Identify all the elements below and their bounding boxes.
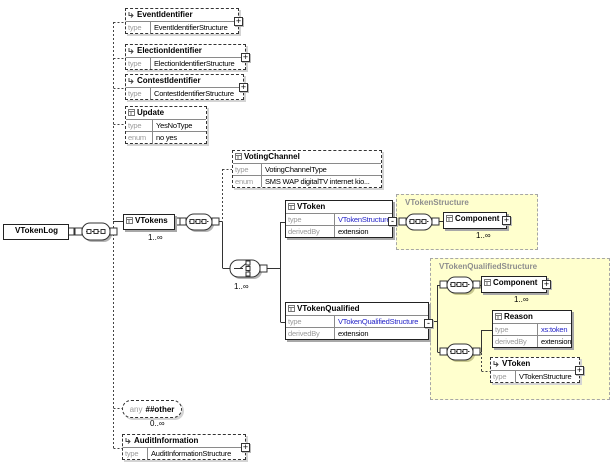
occurs-label: 1..∞ bbox=[234, 282, 249, 291]
element-ref-icon bbox=[128, 78, 134, 84]
connector-trunk-root bbox=[113, 22, 125, 449]
element-title: VToken bbox=[491, 358, 579, 370]
expand-icon[interactable]: + bbox=[241, 442, 250, 452]
expand-icon[interactable]: + bbox=[241, 52, 250, 62]
panel-title: VTokenStructure bbox=[405, 198, 469, 207]
derivedby-label: derivedBy bbox=[493, 336, 538, 347]
element-title: Update bbox=[126, 107, 206, 119]
element-ref-icon bbox=[125, 438, 131, 444]
sequence-icon[interactable] bbox=[74, 222, 118, 242]
type-value: VotingChannelType bbox=[265, 165, 327, 174]
type-label: type bbox=[493, 324, 538, 335]
type-value: AuditInformationStructure bbox=[151, 449, 232, 458]
derivedby-value: extension bbox=[541, 337, 571, 346]
type-label: type bbox=[286, 214, 335, 225]
element-title: EventIdentifier bbox=[126, 9, 238, 21]
type-label: type bbox=[123, 448, 148, 459]
type-value[interactable]: VTokenQualifiedStructure bbox=[338, 317, 419, 326]
element-title: AuditInformation bbox=[123, 435, 245, 447]
local-element-icon bbox=[484, 279, 491, 286]
enum-value: SMS WAP digitalTV internet kio... bbox=[265, 177, 370, 186]
sequence-icon[interactable] bbox=[178, 213, 220, 232]
element-vtokenlog[interactable]: VTokenLog bbox=[3, 224, 69, 240]
element-component[interactable]: Component + bbox=[481, 276, 551, 293]
occurs-label: 1..∞ bbox=[514, 295, 529, 304]
expand-icon[interactable]: + bbox=[542, 279, 551, 289]
local-element-icon bbox=[495, 313, 502, 320]
element-title: VotingChannel bbox=[233, 151, 381, 163]
occurs-label: 1..∞ bbox=[476, 231, 491, 240]
type-label: type bbox=[286, 316, 335, 327]
element-title: VTokenLog bbox=[15, 226, 58, 235]
type-label: type bbox=[126, 120, 153, 131]
expand-icon[interactable]: + bbox=[234, 16, 243, 26]
element-title: Reason bbox=[493, 311, 571, 323]
local-element-icon bbox=[128, 109, 135, 116]
local-element-icon bbox=[126, 217, 133, 224]
local-element-icon bbox=[288, 203, 295, 210]
type-label: type bbox=[126, 22, 151, 33]
type-value: ElectionIdentifierStructure bbox=[154, 59, 235, 68]
type-value: VTokenStructure bbox=[519, 372, 572, 381]
element-ref-icon bbox=[128, 12, 134, 18]
collapse-icon[interactable]: - bbox=[424, 319, 433, 328]
element-vtokens[interactable]: VTokens bbox=[123, 214, 175, 230]
any-other-wildcard[interactable]: any ##other bbox=[122, 400, 182, 418]
expand-icon[interactable]: + bbox=[502, 215, 511, 225]
element-title: VToken bbox=[286, 201, 392, 213]
element-title: ContestIdentifier bbox=[126, 75, 243, 87]
expand-icon[interactable]: + bbox=[575, 365, 584, 375]
any-label: any bbox=[129, 404, 143, 414]
element-ref-icon bbox=[128, 48, 134, 54]
type-value: YesNoType bbox=[156, 121, 193, 130]
derivedby-value: extension bbox=[338, 227, 369, 236]
type-value: EventIdentifierStructure bbox=[154, 23, 228, 32]
wildcard-name: ##other bbox=[145, 404, 175, 414]
type-label: type bbox=[126, 88, 151, 99]
panel-title: VTokenQualifiedStructure bbox=[439, 262, 538, 271]
type-value[interactable]: VTokenStructure bbox=[338, 215, 391, 224]
enum-label: enum bbox=[233, 176, 262, 187]
local-element-icon bbox=[446, 215, 453, 222]
local-element-icon bbox=[235, 153, 242, 160]
element-title: ElectionIdentifier bbox=[126, 45, 245, 57]
type-label: type bbox=[126, 58, 151, 69]
expand-icon[interactable]: + bbox=[239, 82, 248, 92]
derivedby-label: derivedBy bbox=[286, 226, 335, 237]
enum-value: no yes bbox=[156, 133, 177, 142]
element-title: VTokens bbox=[124, 215, 174, 227]
element-component[interactable]: Component + bbox=[443, 212, 511, 229]
occurs-label: 0..∞ bbox=[150, 419, 165, 428]
derivedby-value: extension bbox=[338, 329, 369, 338]
occurs-label: 1..∞ bbox=[148, 233, 163, 242]
local-element-icon bbox=[288, 305, 295, 312]
element-title: Component bbox=[482, 277, 546, 289]
derivedby-label: derivedBy bbox=[286, 328, 335, 339]
collapse-icon[interactable]: - bbox=[388, 217, 397, 226]
type-label: type bbox=[233, 164, 262, 175]
enum-label: enum bbox=[126, 132, 153, 143]
type-value[interactable]: xs:token bbox=[541, 325, 568, 334]
choice-icon[interactable] bbox=[229, 259, 268, 279]
element-ref-icon bbox=[493, 361, 499, 367]
element-title: VTokenQualified bbox=[286, 303, 428, 315]
type-label: type bbox=[491, 371, 516, 382]
type-value: ContestIdentifierStructure bbox=[154, 89, 234, 98]
element-title: Component bbox=[444, 213, 506, 225]
